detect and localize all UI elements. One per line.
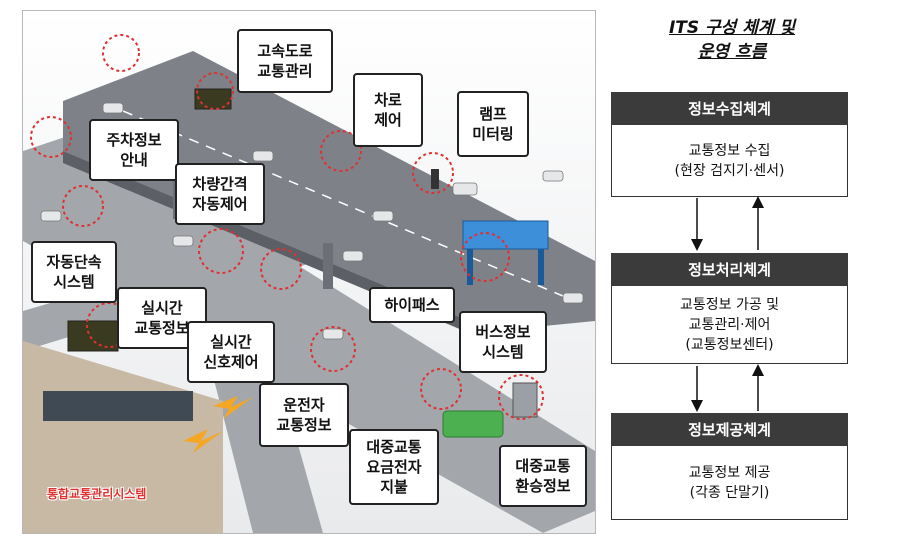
control-center-label: 통합교통관리시스템 [47, 487, 147, 501]
stage-provision-body: 교통정보 제공 (각종 단말기) [611, 446, 848, 520]
hipass-gate-post [538, 249, 544, 285]
callout-signal-control-line1: 실시간 [210, 333, 252, 351]
callout-expressway-line2: 교통관리 [257, 62, 313, 80]
callout-realtime-traffic-line1: 실시간 [141, 299, 183, 317]
callout-driver-info: 운전자 교통정보 [259, 383, 349, 447]
hipass-gate-post [467, 249, 473, 285]
callout-expressway-line1: 고속도로 [257, 42, 313, 60]
callout-ramp-metering: 램프 미터링 [457, 91, 529, 157]
callout-signal-control: 실시간 신호제어 [187, 321, 275, 383]
vms-sign [194, 88, 232, 110]
its-scene [23, 34, 595, 533]
stage-processing-line2: 교통관리·제어 [688, 316, 771, 333]
stage-processing-body: 교통정보 가공 및 교통관리·제어 (교통정보센터) [611, 286, 848, 364]
callout-signal-control-line2: 신호제어 [203, 353, 259, 371]
callout-auto-enforcement-line1: 자동단속 [46, 253, 102, 271]
callout-parking-info: 주차정보 안내 [89, 119, 179, 181]
callout-lane-control-line1: 차로 [374, 91, 402, 109]
callout-expressway: 고속도로 교통관리 [237, 29, 333, 93]
callout-parking-info-line2: 안내 [120, 151, 148, 169]
wireless-bolts [183, 396, 253, 453]
flow-title: ITS 구성 체계 및 운영 흐름 [612, 16, 852, 64]
callout-lane-control: 차로 제어 [353, 73, 423, 147]
vehicles [40, 102, 584, 340]
stage-provision-line2: (각종 단말기) [689, 484, 770, 501]
callout-bus-info-line2: 시스템 [482, 343, 524, 361]
callout-headway-control-line1: 차량간격 [192, 175, 248, 193]
stage-collection-body: 교통정보 수집 (현장 검지기·센서) [611, 125, 848, 197]
callout-lane-control-line2: 제어 [374, 111, 402, 129]
callout-transit-fare-line2: 요금전자 [366, 458, 422, 476]
its-illustration: 고속도로 교통관리 차로 제어 램프 미터링 주차정보 안내 차량간격 자동제어… [22, 10, 596, 534]
callout-headway-control-line2: 자동제어 [192, 195, 248, 213]
flow-arrows [691, 196, 764, 412]
callout-transit-fare-line1: 대중교통 [366, 438, 422, 456]
ramp-meter-light [431, 169, 439, 189]
callout-bus-info: 버스정보 시스템 [459, 311, 547, 373]
callout-auto-enforcement: 자동단속 시스템 [31, 241, 117, 303]
flow-title-line1: ITS 구성 체계 및 [668, 18, 796, 38]
callout-transit-fare: 대중교통 요금전자 지불 [349, 429, 439, 505]
callout-headway-control: 차량간격 자동제어 [175, 163, 265, 225]
stage-processing-line1: 교통정보 가공 및 [679, 296, 780, 313]
callout-transit-transfer-line2: 환승정보 [515, 477, 571, 495]
stage-provision-line1: 교통정보 제공 [688, 464, 771, 481]
callout-bus-info-line1: 버스정보 [475, 323, 531, 341]
control-center-room [23, 341, 223, 533]
stage-processing-line3: (교통정보센터) [685, 336, 774, 353]
callout-transit-transfer-line1: 대중교통 [515, 457, 571, 475]
stage-collection-header: 정보수집체계 [611, 92, 848, 125]
stage-provision-header: 정보제공체계 [611, 413, 848, 446]
callout-driver-info-line2: 교통정보 [276, 416, 332, 434]
callout-realtime-traffic-line2: 교통정보 [134, 319, 190, 337]
callout-hipass-line1: 하이패스 [384, 296, 440, 314]
stage-collection-line2: (현장 검지기·센서) [674, 162, 785, 179]
expressway-pillar [323, 243, 333, 289]
expressway-lane-line [122, 110, 564, 297]
bus [442, 410, 504, 438]
callout-ramp-metering-line1: 램프 [479, 105, 507, 123]
stage-processing-header: 정보처리체계 [611, 253, 848, 286]
callout-parking-info-line1: 주차정보 [106, 131, 162, 149]
dotted-markers [30, 34, 544, 420]
callout-ramp-metering-line2: 미터링 [472, 125, 514, 143]
callout-auto-enforcement-line2: 시스템 [53, 273, 95, 291]
callout-transit-fare-line3: 지불 [380, 478, 408, 496]
callout-driver-info-line1: 운전자 [283, 396, 325, 414]
stage-collection-line1: 교통정보 수집 [688, 142, 771, 159]
expressway-deck [63, 51, 595, 331]
flow-title-line2: 운영 흐름 [697, 42, 767, 62]
bus-stop-kiosk [512, 382, 538, 418]
control-center-monitors [43, 391, 193, 421]
callout-transit-transfer: 대중교통 환승정보 [499, 445, 587, 507]
callout-hipass: 하이패스 [369, 287, 455, 323]
